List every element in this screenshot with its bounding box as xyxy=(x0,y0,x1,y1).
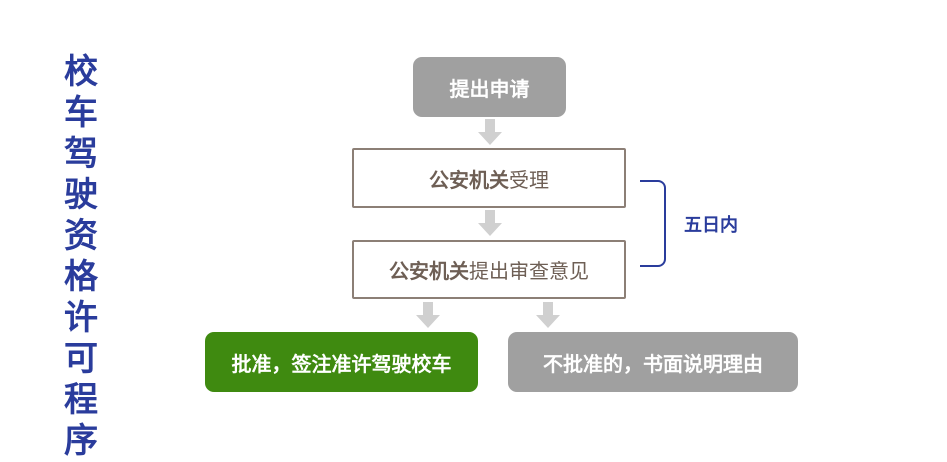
arrow-down-icon xyxy=(536,302,560,328)
outcome-approve: 批准，签注准许驾驶校车 xyxy=(205,332,478,392)
arrow-down-icon xyxy=(478,210,502,236)
step-review: 公安机关提出审查意见 xyxy=(352,240,626,299)
step-accept: 公安机关受理 xyxy=(352,148,626,208)
step-review-action: 提出审查意见 xyxy=(469,259,589,283)
step-accept-agency: 公安机关 xyxy=(429,167,509,192)
diagram-title: 校车驾驶资格许可程序 xyxy=(64,52,98,461)
outcome-reject: 不批准的，书面说明理由 xyxy=(508,332,798,392)
arrow-down-icon xyxy=(478,119,502,145)
time-limit-label: 五日内 xyxy=(684,215,738,236)
step-review-agency: 公安机关 xyxy=(389,259,469,283)
time-bracket xyxy=(640,180,666,267)
arrow-down-icon xyxy=(416,302,440,328)
step-accept-action: 受理 xyxy=(509,167,549,192)
step-apply: 提出申请 xyxy=(413,57,566,117)
